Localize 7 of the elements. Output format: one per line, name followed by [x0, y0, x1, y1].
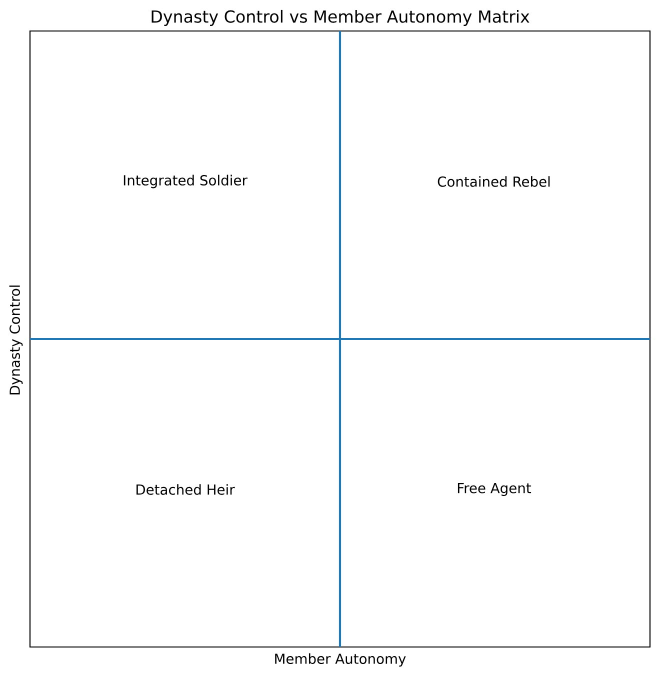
axis-label: Dynasty Control: [9, 286, 23, 394]
quadrant-label: Free Agent: [458, 483, 532, 496]
quadrant-label: Contained Rebel: [438, 176, 550, 187]
quadrant-label: Detached Heir: [136, 484, 235, 495]
axis-label: Member Autonomy: [275, 653, 406, 667]
chart-title: Dynasty Control vs Member Autonomy Matrix: [152, 10, 530, 26]
quadrant-label: Integrated Soldier: [124, 174, 248, 188]
